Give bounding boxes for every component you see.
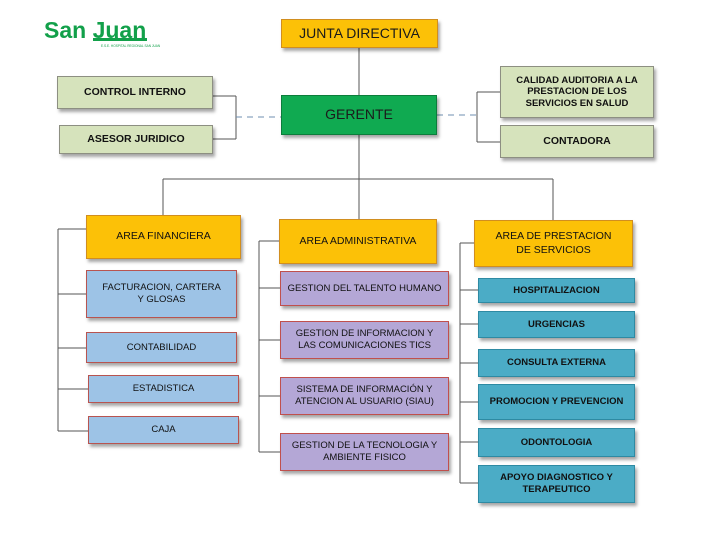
control-interno-label: CONTROL INTERNO [84, 85, 186, 98]
calidad-auditoria-label: CALIDAD AUDITORIA A LA PRESTACION DE LOS… [516, 74, 638, 109]
odontologia-label: ODONTOLOGIA [520, 436, 593, 448]
control-interno-box: CONTROL INTERNO [57, 76, 213, 109]
area-financiera-box: AREA FINANCIERA [86, 215, 241, 259]
gerente-label: GERENTE [325, 106, 393, 123]
caja-box: CAJA [88, 416, 239, 444]
facturacion-box: FACTURACION, CARTERA Y GLOSAS [86, 270, 237, 318]
area-servicios-title: AREA DE PRESTACION DE SERVICIOS [495, 230, 612, 256]
urgencias-box: URGENCIAS [478, 311, 635, 338]
gerente-box: GERENTE [281, 95, 437, 135]
hospitalizacion-box: HOSPITALIZACION [478, 278, 635, 303]
tecnologia-label: GESTION DE LA TECNOLOGIA Y AMBIENTE FISI… [291, 440, 438, 463]
estadistica-box: ESTADISTICA [88, 375, 239, 403]
consulta-externa-box: CONSULTA EXTERNA [478, 349, 635, 377]
logo-tagline: E.S.E. HOSPITAL REGIONAL SAN JUAN [101, 44, 161, 48]
asesor-juridico-label: ASESOR JURIDICO [87, 132, 185, 145]
junta-directiva-label: JUNTA DIRECTIVA [299, 24, 420, 41]
informacion-tics-box: GESTION DE INFORMACION Y LAS COMUNICACIO… [280, 321, 449, 359]
urgencias-label: URGENCIAS [527, 318, 585, 330]
san-juan-logo: San Juan E.S.E. HOSPITAL REGIONAL SAN JU… [44, 17, 161, 48]
estadistica-label: ESTADISTICA [132, 383, 195, 395]
consulta-externa-label: CONSULTA EXTERNA [506, 357, 607, 369]
promocion-prevencion-box: PROMOCION Y PREVENCION [478, 384, 635, 420]
calidad-auditoria-box: CALIDAD AUDITORIA A LA PRESTACION DE LOS… [500, 66, 654, 118]
junta-directiva-box: JUNTA DIRECTIVA [281, 19, 438, 48]
asesor-juridico-box: ASESOR JURIDICO [59, 125, 213, 154]
informacion-tics-label: GESTION DE INFORMACION Y LAS COMUNICACIO… [295, 328, 434, 351]
contadora-box: CONTADORA [500, 125, 654, 158]
area-administrativa-title: AREA ADMINISTRATIVA [299, 234, 417, 247]
contadora-label: CONTADORA [543, 134, 611, 147]
hospitalizacion-label: HOSPITALIZACION [513, 284, 600, 296]
promocion-prevencion-label: PROMOCION Y PREVENCION [489, 396, 624, 408]
odontologia-box: ODONTOLOGIA [478, 428, 635, 457]
talento-humano-label: GESTION DEL TALENTO HUMANO [287, 282, 442, 294]
apoyo-diagnostico-label: APOYO DIAGNOSTICO Y TERAPEUTICO [500, 472, 613, 495]
siau-box: SISTEMA DE INFORMACIÓN Y ATENCION AL USU… [280, 377, 449, 415]
siau-label: SISTEMA DE INFORMACIÓN Y ATENCION AL USU… [295, 384, 434, 407]
facturacion-label: FACTURACION, CARTERA Y GLOSAS [102, 282, 221, 305]
apoyo-diagnostico-box: APOYO DIAGNOSTICO Y TERAPEUTICO [478, 465, 635, 503]
caja-label: CAJA [151, 424, 176, 436]
contabilidad-box: CONTABILIDAD [86, 332, 237, 363]
contabilidad-label: CONTABILIDAD [126, 341, 197, 353]
area-financiera-title: AREA FINANCIERA [116, 230, 211, 243]
tecnologia-box: GESTION DE LA TECNOLOGIA Y AMBIENTE FISI… [280, 433, 449, 471]
area-administrativa-box: AREA ADMINISTRATIVA [279, 219, 437, 264]
talento-humano-box: GESTION DEL TALENTO HUMANO [280, 271, 449, 306]
area-servicios-box: AREA DE PRESTACION DE SERVICIOS [474, 220, 633, 267]
